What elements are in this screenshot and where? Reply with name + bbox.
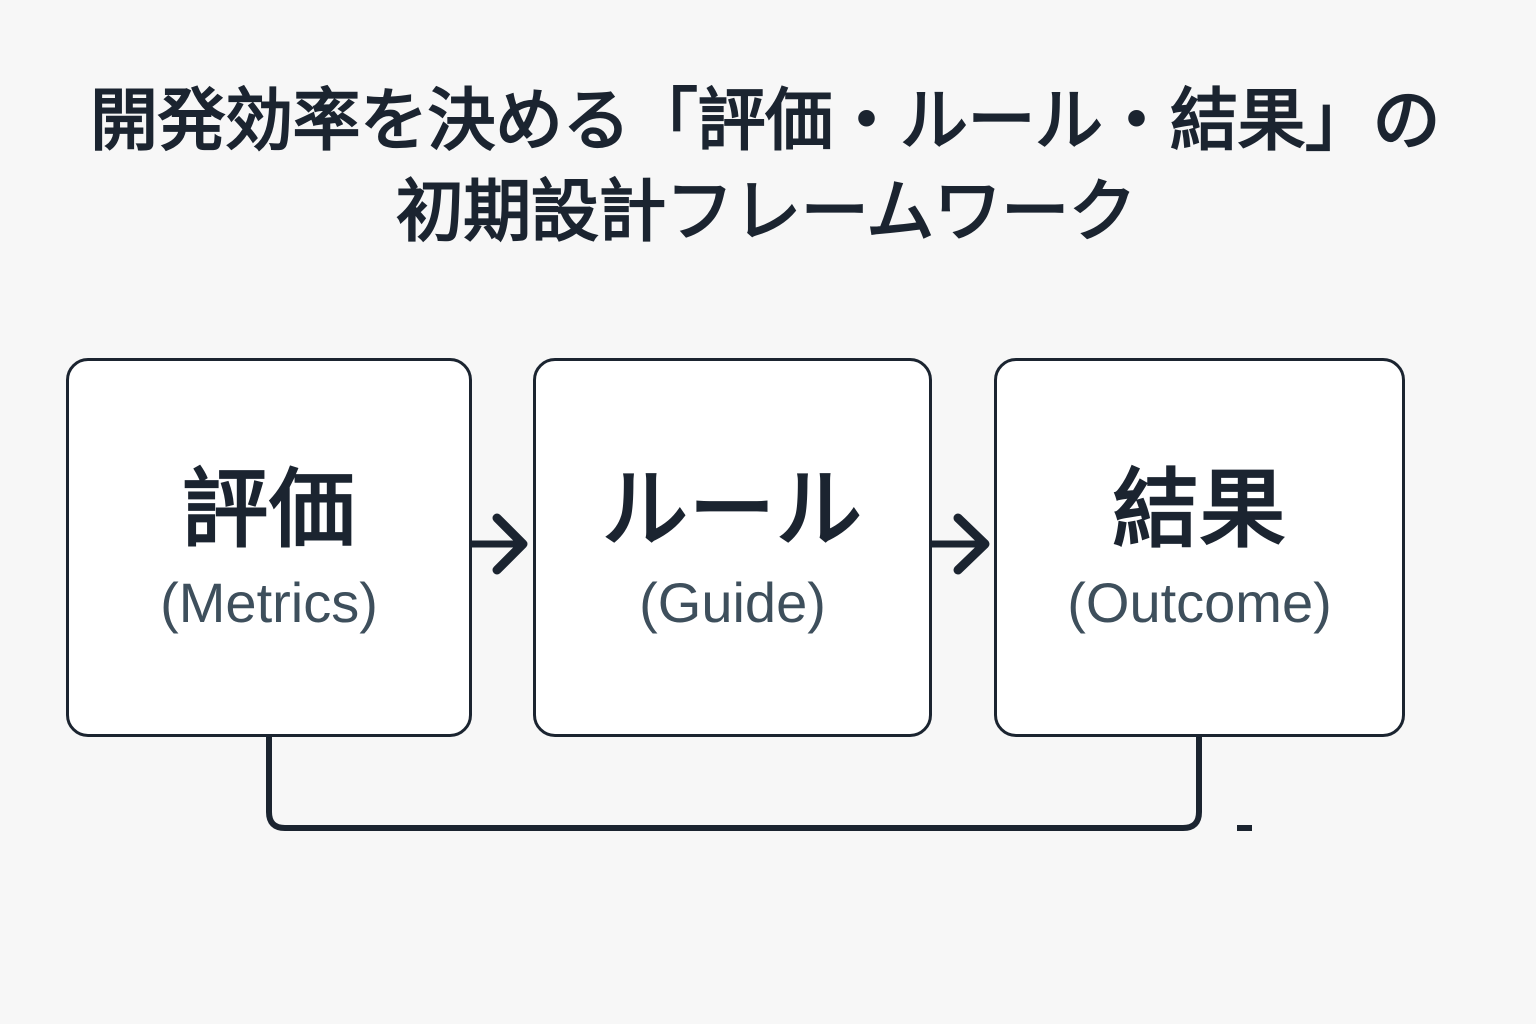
page-title-line-2: 初期設計フレームワーク	[395, 174, 1137, 251]
flow-node-outcome-subtitle: (Outcome)	[1067, 570, 1332, 634]
flow-node-outcome[interactable]: 結果 (Outcome)	[994, 358, 1405, 737]
arrow-metrics-to-guide	[469, 513, 528, 575]
page-title-line-1: 開発効率を決める「評価・ルール・結果」の	[89, 83, 1441, 159]
flow-node-outcome-title: 結果	[1112, 461, 1287, 558]
arrow-guide-to-outcome	[929, 513, 990, 575]
page-title: 開発効率を決める「評価・ルール・結果」の 初期設計フレームワーク	[0, 76, 1536, 258]
feedback-loop-connector	[266, 737, 1202, 831]
flow-node-guide-title: ルール	[602, 461, 863, 558]
flow-node-metrics-title: 評価	[182, 461, 356, 558]
flow-node-guide-subtitle: (Guide)	[639, 570, 826, 634]
flow-node-metrics[interactable]: 評価 (Metrics)	[66, 358, 472, 737]
flow-node-guide[interactable]: ルール (Guide)	[533, 358, 932, 737]
flow-node-metrics-subtitle: (Metrics)	[160, 570, 378, 634]
